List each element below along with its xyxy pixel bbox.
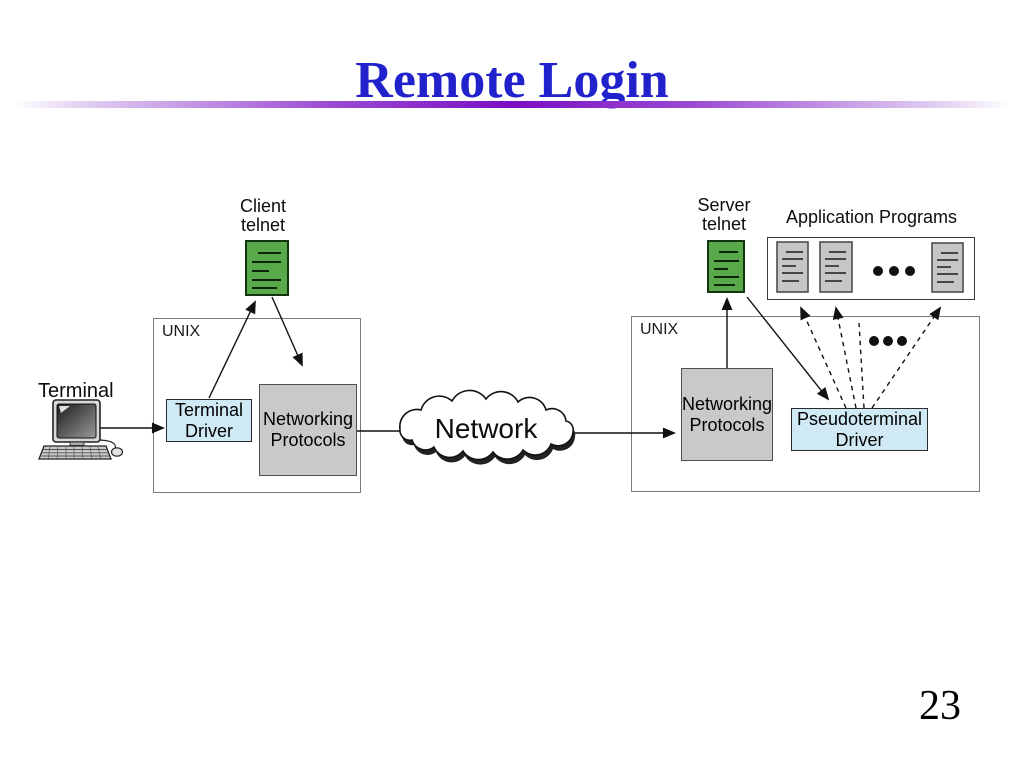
- server-telnet-label-line1: Server: [697, 195, 751, 215]
- server-telnet-label: Server telnet: [688, 195, 760, 235]
- networking-protocols-label-line1: Networking: [681, 393, 773, 414]
- pseudoterminal-driver-box: Pseudoterminal Driver: [791, 408, 928, 451]
- page-number: 23: [919, 683, 961, 729]
- unix-label: UNIX: [640, 321, 679, 338]
- unix-label: UNIX: [162, 323, 201, 340]
- application-programs-label: Application Programs: [785, 207, 958, 227]
- terminal-label: Terminal: [38, 380, 114, 402]
- client-telnet-label: Client telnet: [227, 196, 299, 236]
- client-telnet-icon: [245, 240, 289, 296]
- networking-protocols-label-line2: Protocols: [270, 430, 346, 450]
- pseudoterminal-driver-label-line1: Pseudoterminal: [796, 408, 923, 429]
- pseudoterminal-driver-label-line2: Driver: [835, 429, 884, 450]
- client-telnet-label-line1: Client: [239, 196, 287, 216]
- networking-protocols-box-client: Networking Protocols: [259, 384, 357, 476]
- terminal-driver-label-line1: Terminal: [174, 399, 244, 420]
- server-telnet-label-line2: telnet: [701, 214, 747, 235]
- network-label: Network: [434, 413, 538, 444]
- terminal-driver-label-line2: Driver: [185, 420, 233, 441]
- networking-protocols-label-line2: Protocols: [689, 414, 765, 435]
- server-telnet-icon: [707, 240, 745, 293]
- networking-protocols-label-line1: Networking: [262, 409, 354, 430]
- terminal-driver-box: Terminal Driver: [166, 399, 252, 442]
- terminal-computer-icon: [38, 399, 124, 460]
- client-telnet-label-line2: telnet: [240, 215, 286, 236]
- page-title: Remote Login: [355, 51, 669, 109]
- application-programs-box: [767, 237, 975, 300]
- networking-protocols-box-server: Networking Protocols: [681, 368, 773, 461]
- title-divider: [14, 101, 1010, 108]
